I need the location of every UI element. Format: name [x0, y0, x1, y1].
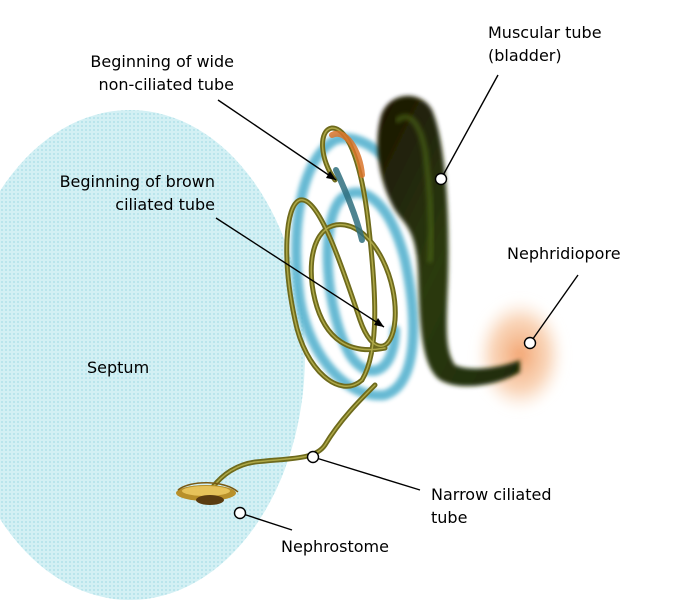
- bladder-sheen: [395, 113, 434, 263]
- muscular-bladder: [377, 95, 520, 387]
- leader-brown-tube: [215, 217, 385, 328]
- label-narrow-line1: Narrow ciliated: [431, 485, 551, 504]
- label-muscular-line2: (bladder): [488, 46, 562, 65]
- marker-nephridiopore: [523, 336, 537, 350]
- marker-muscular-tube: [434, 172, 448, 186]
- label-narrow-line2: tube: [431, 508, 467, 527]
- nephrostome-funnel: [176, 482, 239, 505]
- leader-muscular-tube: [440, 74, 499, 180]
- label-wide-line1: Beginning of wide: [90, 52, 234, 71]
- leader-narrow-tube: [312, 456, 421, 491]
- leader-wide-tube: [217, 99, 337, 181]
- label-nephrostome: Nephrostome: [281, 537, 389, 556]
- marker-narrow-tube: [306, 450, 320, 464]
- arrowhead-wide-tube: [326, 171, 336, 180]
- narrow-olive-coil-highlight: [286, 127, 396, 387]
- marker-nephrostome: [233, 506, 247, 520]
- leader-nephridiopore: [529, 274, 579, 344]
- narrow-ciliated-tube-highlight: [211, 384, 376, 489]
- label-wide-line2: non-ciliated tube: [98, 75, 234, 94]
- label-brown-line1: Beginning of brown: [60, 172, 215, 191]
- nephridiopore-glow: [474, 297, 566, 413]
- label-muscular-line1: Muscular tube: [488, 23, 602, 42]
- wide-tube-start: [333, 167, 365, 243]
- arrowhead-brown-tube: [374, 318, 384, 327]
- label-nephridiopore: Nephridiopore: [507, 244, 621, 263]
- label-septum: Septum: [87, 358, 149, 377]
- brown-ciliated-start: [329, 130, 365, 178]
- septum-shape: [0, 110, 305, 600]
- label-brown-line2: ciliated tube: [115, 195, 215, 214]
- leader-nephrostome: [239, 512, 293, 531]
- wide-blue-tube: [291, 133, 425, 401]
